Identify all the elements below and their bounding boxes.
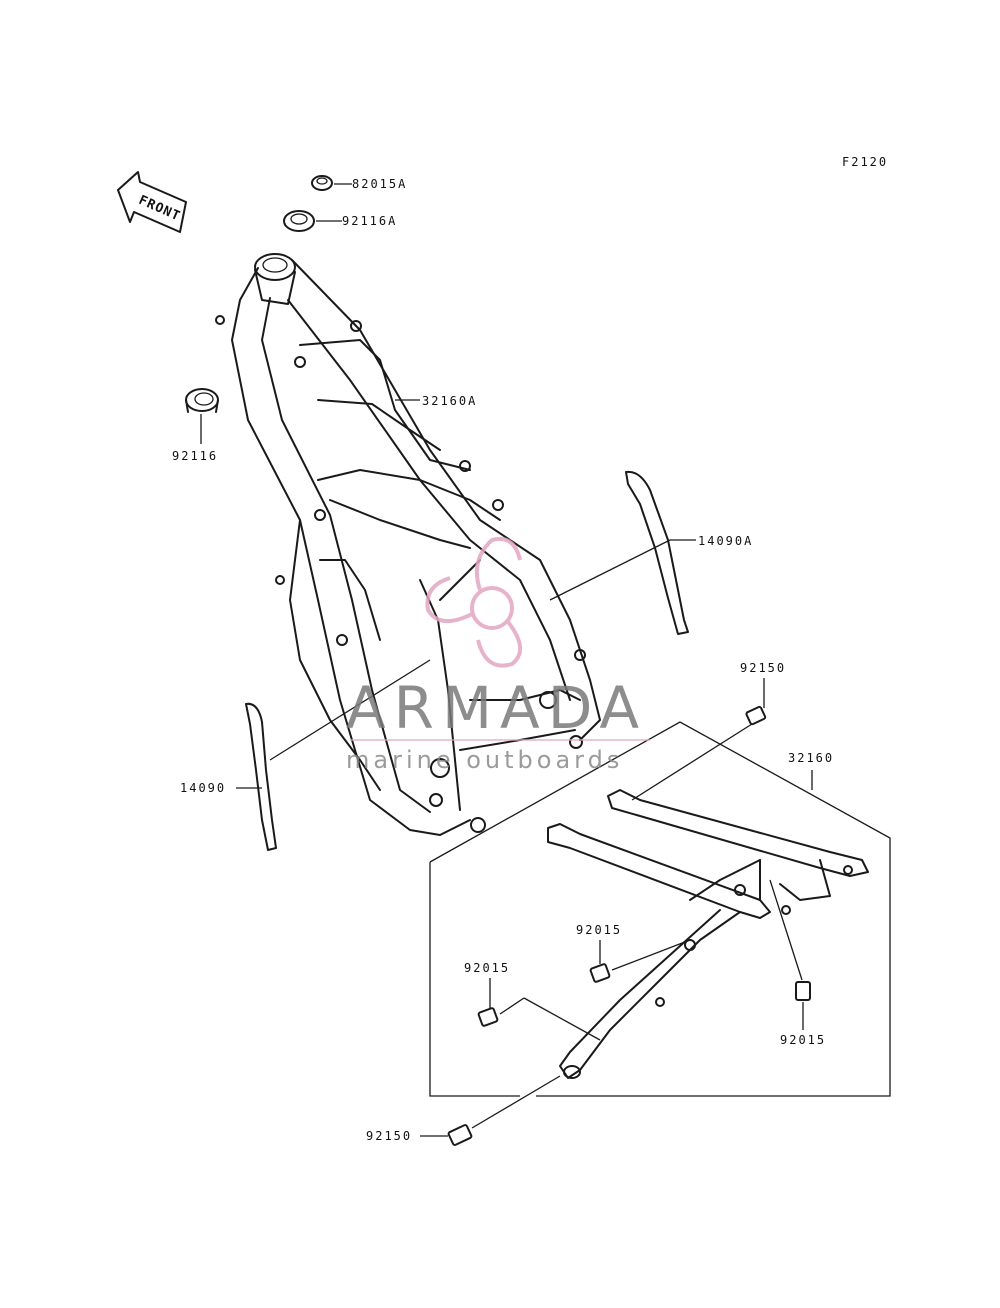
label-92116a: 92116A — [342, 214, 397, 228]
nut-82015a-icon — [311, 175, 352, 191]
label-32160: 32160 — [788, 751, 834, 765]
label-92150-bottom: 92150 — [366, 1129, 412, 1143]
frame-cover-14090a — [549, 470, 696, 635]
label-14090a: 14090A — [698, 534, 753, 548]
label-92015-b: 92015 — [464, 961, 510, 975]
main-frame-32160a — [215, 253, 601, 836]
subframe-32160 — [547, 770, 869, 1079]
bearing-92116-icon — [185, 388, 219, 444]
label-92015-c: 92015 — [780, 1033, 826, 1047]
label-92015-a: 92015 — [576, 923, 622, 937]
watermark-title: ARMADA — [346, 674, 647, 742]
frame-cover-14090 — [236, 659, 431, 851]
watermark-logo: ARMADA marine outboards — [346, 537, 650, 774]
bearing-92116a-icon — [283, 210, 342, 232]
bolt-92015-b-icon — [477, 978, 601, 1041]
bolt-92150-bottom-icon — [420, 1075, 561, 1146]
front-direction-arrow: FRONT — [117, 171, 187, 233]
subframe-callout-box — [429, 721, 891, 1097]
label-32160a: 32160A — [422, 394, 477, 408]
figure-code: F2120 — [842, 155, 888, 169]
bolt-92015-c-icon — [769, 879, 811, 1030]
label-92150-top: 92150 — [740, 661, 786, 675]
label-14090: 14090 — [180, 781, 226, 795]
propeller-icon — [425, 537, 522, 668]
label-82015a: 82015A — [352, 177, 407, 191]
label-92116: 92116 — [172, 449, 218, 463]
bolt-92015-a-icon — [589, 939, 691, 983]
bolt-92150-top-icon — [631, 678, 767, 801]
watermark-subtitle: marine outboards — [346, 746, 623, 774]
